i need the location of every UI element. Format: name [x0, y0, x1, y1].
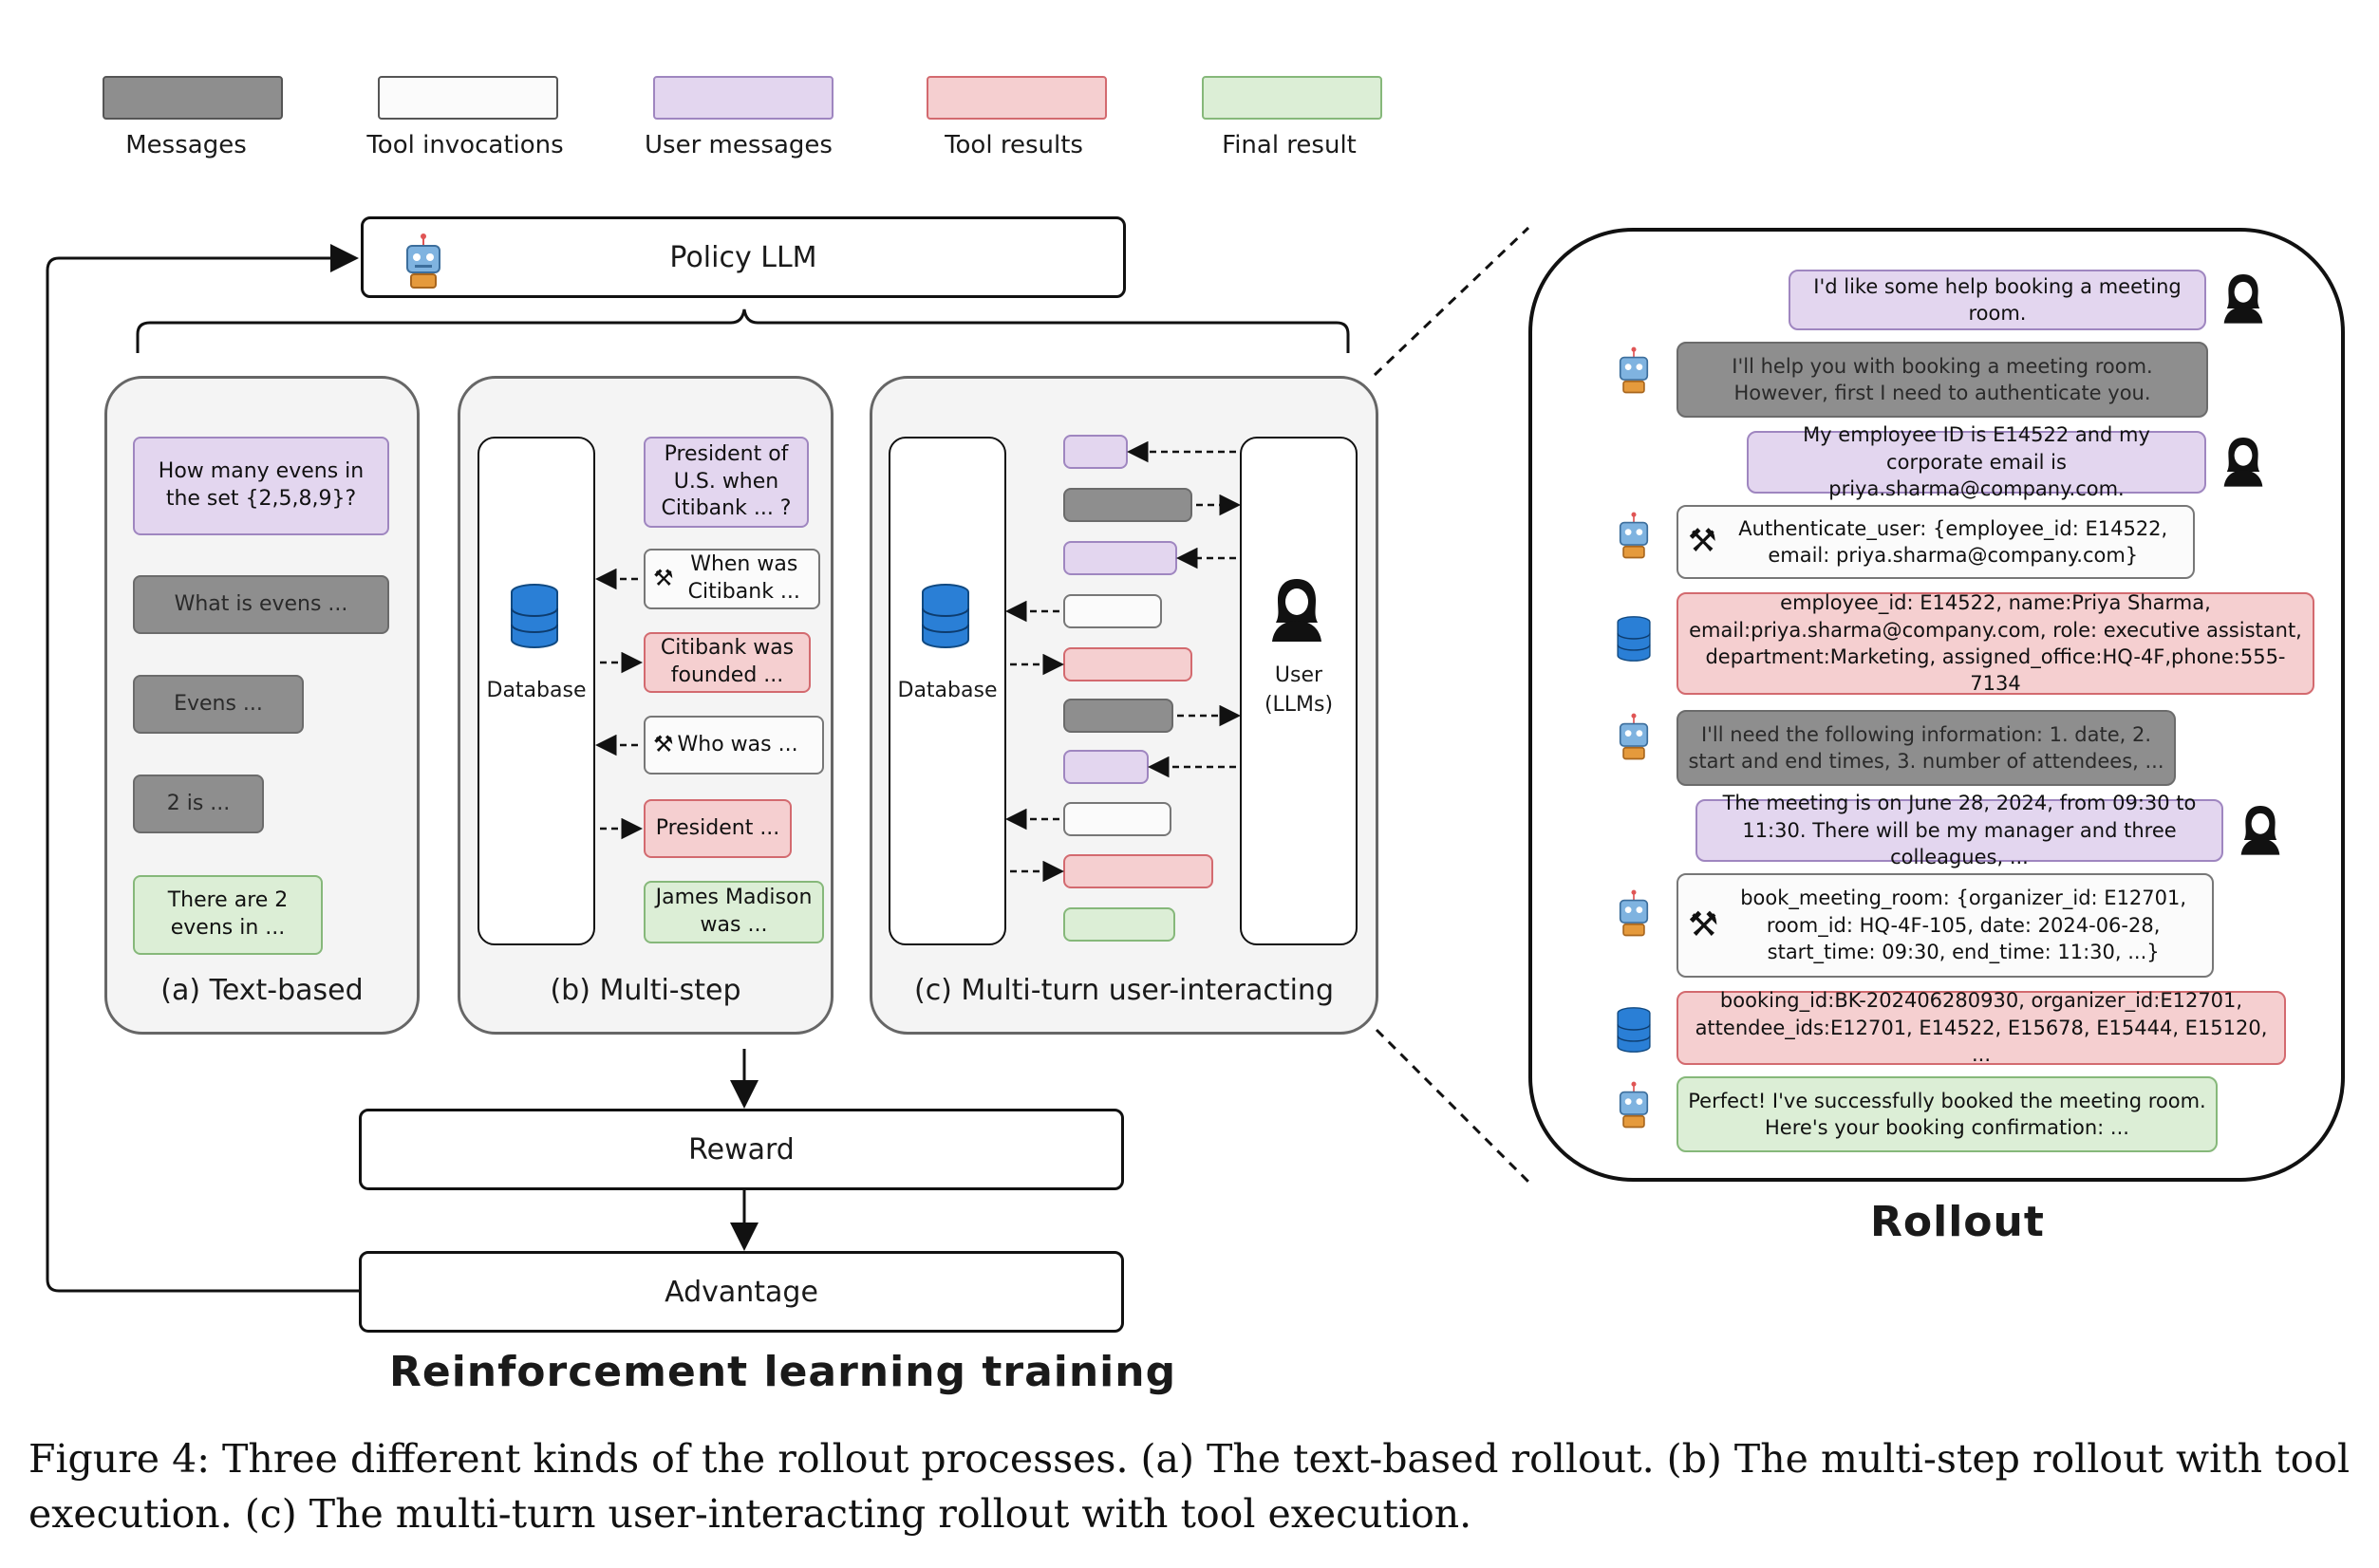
tools-icon: ⚒	[653, 565, 674, 592]
robot-icon	[400, 233, 447, 297]
database-pillar	[478, 437, 595, 945]
figure-caption: Figure 4: Three different kinds of the r…	[28, 1436, 2351, 1538]
user-message-bar	[1063, 541, 1177, 575]
database-label: Database	[897, 679, 998, 702]
question-message: How many evens in the set {2,5,8,9}?	[133, 437, 389, 535]
advantage-box: Advantage	[359, 1251, 1124, 1333]
robot-icon	[1614, 1078, 1654, 1135]
tool-invocation-bar	[1063, 802, 1171, 836]
legend-label: Messages	[125, 131, 247, 159]
zoom-line-bottom	[1375, 1028, 1530, 1184]
robot-icon	[1614, 509, 1654, 566]
rl-title: Reinforcement learning training	[389, 1348, 1177, 1396]
tool-result-bar	[1063, 647, 1192, 681]
panel-caption: (c) Multi-turn user-interacting	[913, 974, 1334, 1007]
user-message: I'd like some help booking a meeting roo…	[1789, 270, 2206, 330]
tool-result: President ...	[644, 799, 792, 858]
database-icon	[1616, 1006, 1652, 1057]
final-message: Perfect! I've successfully booked the me…	[1677, 1076, 2218, 1152]
user-icon	[2220, 433, 2267, 494]
rollout-title: Rollout	[1870, 1198, 2045, 1246]
robot-icon	[1614, 710, 1654, 767]
reward-label: Reward	[688, 1132, 795, 1167]
tools-icon: ⚒	[1688, 522, 1717, 561]
feedback-arrow	[46, 244, 359, 1293]
tool-invocation: ⚒ book_meeting_room: {organizer_id: E1270…	[1677, 873, 2214, 978]
legend-label: Tool invocations	[366, 131, 564, 159]
user-icon	[1266, 575, 1327, 647]
model-message-bar	[1063, 699, 1173, 733]
tools-icon: ⚒	[653, 731, 674, 758]
final-message: James Madison was ...	[644, 881, 824, 943]
final-message: There are 2 evens in ...	[133, 875, 323, 955]
tool-invocation-text: book_meeting_room: {organizer_id: E12701…	[1740, 887, 2187, 964]
tool-invocation: ⚒ Authenticate_user: {employee_id: E14522…	[1677, 505, 2195, 579]
user-message-bar	[1063, 750, 1149, 784]
policy-llm-label: Policy LLM	[669, 240, 817, 274]
legend-swatch-tool-results	[927, 76, 1107, 120]
model-message: I'll help you with booking a meeting roo…	[1677, 342, 2208, 418]
model-message: I'll need the following information: 1. …	[1677, 710, 2176, 786]
tool-invocation-text: When was Citibank ...	[687, 552, 800, 604]
legend-swatch-user-messages	[653, 76, 834, 120]
model-message: Evens ...	[133, 675, 304, 734]
legend-swatch-tool-invocations	[378, 76, 558, 120]
legend-label: Tool results	[945, 131, 1083, 159]
zoom-line-top	[1373, 226, 1530, 377]
user-message: My employee ID is E14522 and my corporat…	[1747, 423, 2206, 500]
user-message-bar	[1063, 435, 1128, 469]
database-label: Database	[486, 679, 587, 702]
tool-invocation-text: Who was ...	[677, 732, 798, 756]
legend-label: User messages	[645, 131, 833, 159]
question-message: President of U.S. when Citibank ... ?	[644, 437, 809, 528]
user-label: User (LLMs)	[1264, 663, 1334, 717]
tool-invocation-text: Authenticate_user: {employee_id: E14522,…	[1738, 516, 2168, 567]
user-icon	[2220, 270, 2267, 330]
panel-caption: (b) Multi-step	[550, 974, 741, 1007]
policy-llm-box: Policy LLM	[361, 216, 1126, 298]
tool-invocation: ⚒ When was Citibank ...	[644, 549, 820, 609]
legend-swatch-messages	[103, 76, 283, 120]
model-message: What is evens ...	[133, 575, 389, 634]
legend-label: Final result	[1222, 131, 1357, 159]
user-icon	[2237, 801, 2284, 862]
tools-icon: ⚒	[1688, 905, 1719, 944]
tool-invocation: ⚒Who was ...	[644, 716, 824, 775]
database-icon	[509, 583, 560, 653]
tool-result-bar	[1063, 854, 1213, 888]
final-result-bar	[1063, 907, 1175, 942]
advantage-label: Advantage	[665, 1275, 818, 1309]
model-message: 2 is ...	[133, 775, 264, 833]
tool-result: booking_id:BK-202406280930, organizer_id…	[1677, 989, 2286, 1066]
legend-swatch-final-result	[1202, 76, 1382, 120]
robot-icon	[1614, 344, 1654, 401]
model-message-bar	[1063, 488, 1192, 522]
tool-invocation-bar	[1063, 594, 1162, 628]
database-pillar	[889, 437, 1006, 945]
panel-caption: (a) Text-based	[160, 974, 364, 1007]
tool-result: employee_id: E14522, name:Priya Sharma, …	[1677, 591, 2314, 695]
reward-box: Reward	[359, 1109, 1124, 1190]
user-pillar	[1240, 437, 1358, 945]
tool-result: Citibank was founded ...	[644, 632, 811, 693]
database-icon	[1616, 615, 1652, 666]
database-icon	[920, 583, 971, 653]
robot-icon	[1614, 887, 1654, 943]
user-message: The meeting is on June 28, 2024, from 09…	[1695, 792, 2223, 868]
brace	[136, 308, 1350, 353]
